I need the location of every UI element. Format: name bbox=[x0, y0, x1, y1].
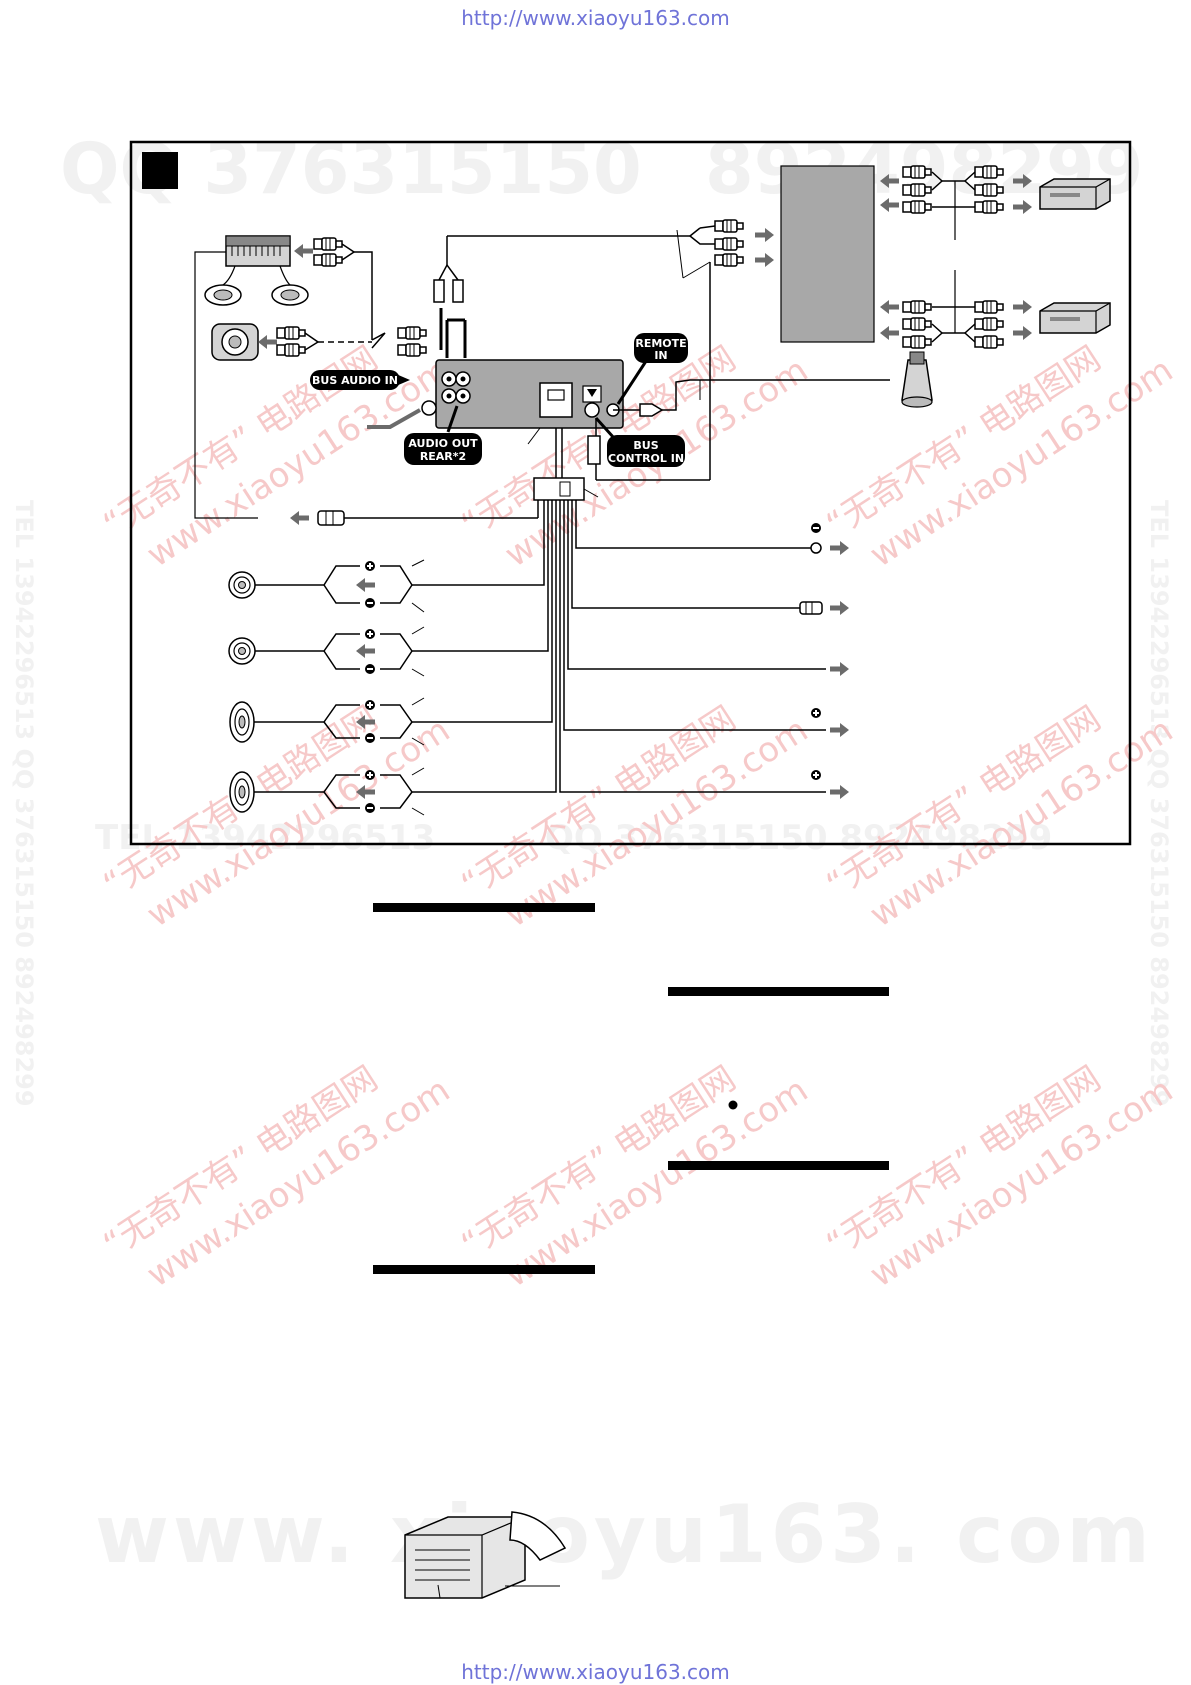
wire-harness-connector bbox=[533, 477, 585, 501]
speaker-arrow-4 bbox=[356, 785, 375, 799]
sub-plug-1 bbox=[276, 326, 306, 340]
bus-control-label-line1: BUS bbox=[633, 439, 658, 452]
ground-arrow bbox=[830, 541, 849, 555]
bus-audio-in-label: BUS AUDIO IN bbox=[312, 374, 398, 387]
wire-arrow-1 bbox=[830, 662, 849, 676]
harness-wires bbox=[420, 500, 826, 793]
speaker-arrow-3 bbox=[356, 715, 375, 729]
arrow-7 bbox=[1013, 300, 1032, 314]
arrow-3 bbox=[1013, 174, 1032, 188]
plug-9 bbox=[902, 335, 932, 349]
speaker-row-4 bbox=[229, 767, 425, 816]
amp-plug-1 bbox=[313, 237, 343, 251]
sub-arrow bbox=[258, 335, 277, 349]
figure-marker-block bbox=[142, 152, 178, 189]
diagram-frame bbox=[129, 140, 1132, 846]
vertical-rca-plugs bbox=[433, 236, 464, 303]
unit-to-box-plug-2 bbox=[714, 253, 744, 267]
plug-1 bbox=[902, 165, 932, 179]
source-url-bottom[interactable]: http://www.xiaoyu163.com bbox=[461, 1660, 730, 1684]
junction-box bbox=[780, 165, 875, 343]
arrow-8 bbox=[1013, 326, 1032, 340]
section-rule-4 bbox=[373, 1265, 595, 1274]
plug-6 bbox=[974, 200, 1004, 214]
junction-connectors-top bbox=[880, 165, 1032, 240]
sub-plug-2 bbox=[276, 343, 306, 357]
plug-3 bbox=[902, 200, 932, 214]
step-marker-icon bbox=[728, 1100, 738, 1110]
audio-out-callout: AUDIO OUT REAR*2 bbox=[404, 405, 482, 465]
speaker-row-3 bbox=[229, 697, 425, 746]
watermark-side-right: TEL 13942296513 QQ 376315150 892498299 bbox=[1145, 500, 1173, 1107]
plug-10 bbox=[974, 300, 1004, 314]
speaker-rear-right bbox=[229, 771, 255, 813]
unit-to-box-plug-3 bbox=[714, 237, 744, 251]
rotary-commander-icon bbox=[901, 351, 933, 408]
arrow-4 bbox=[1013, 200, 1032, 214]
section-rule-1 bbox=[373, 903, 595, 912]
speaker-front-left bbox=[228, 571, 256, 599]
unit-plug-2 bbox=[397, 343, 427, 357]
unit-to-box-plug-1 bbox=[714, 219, 744, 233]
antenna-plug-icon bbox=[799, 601, 823, 615]
arrow-2 bbox=[880, 198, 899, 212]
plug-8 bbox=[902, 317, 932, 331]
speaker-rear-left bbox=[229, 701, 255, 743]
cd-changer-top bbox=[1039, 178, 1111, 210]
bus-control-label-line2: CONTROL IN bbox=[608, 452, 684, 465]
speaker-row-2 bbox=[228, 626, 425, 677]
audio-jack bbox=[421, 400, 437, 416]
section-rule-3 bbox=[668, 1161, 889, 1170]
audio-out-label-line2: REAR*2 bbox=[420, 450, 466, 463]
junction-connectors-bottom bbox=[880, 270, 1032, 349]
arrow-6 bbox=[880, 326, 899, 340]
plug-11 bbox=[974, 317, 1004, 331]
remote-in-label-line1: REMOTE bbox=[635, 337, 686, 350]
unit-removal-illustration bbox=[404, 1511, 567, 1599]
plug-4 bbox=[974, 165, 1004, 179]
wire-arrow-2 bbox=[830, 723, 849, 737]
ground-terminal-icon bbox=[808, 542, 822, 554]
source-url-top[interactable]: http://www.xiaoyu163.com bbox=[461, 6, 730, 30]
arrow-1 bbox=[880, 174, 899, 188]
section-rule-2 bbox=[668, 987, 889, 996]
left-arrow bbox=[290, 511, 309, 525]
bus-control-plug bbox=[587, 435, 601, 465]
amp-arrow bbox=[294, 244, 313, 258]
audio-out-label-line1: AUDIO OUT bbox=[408, 437, 478, 450]
bus-control-in-callout: BUS CONTROL IN bbox=[594, 416, 685, 467]
plug-2 bbox=[902, 183, 932, 197]
watermark-qq-mid: QQ 376315150 892498299 bbox=[545, 818, 1053, 858]
arrow-5 bbox=[880, 300, 899, 314]
unit-plug-1 bbox=[397, 326, 427, 340]
remote-in-label-line2: IN bbox=[654, 349, 667, 362]
speaker-front-right bbox=[228, 637, 256, 665]
watermark-tel: TEL 13942296513 bbox=[95, 818, 436, 858]
to-box-arrow-1 bbox=[755, 228, 774, 242]
cd-changer-bottom bbox=[1039, 302, 1111, 334]
plug-7 bbox=[902, 300, 932, 314]
plug-12 bbox=[974, 335, 1004, 349]
bottom-left-plug-icon bbox=[317, 510, 345, 526]
speaker-arrow-2 bbox=[356, 644, 375, 658]
speaker-arrow-1 bbox=[356, 578, 375, 592]
remote-in-callout: REMOTE IN bbox=[616, 333, 688, 405]
bus-audio-jacks bbox=[441, 371, 471, 404]
to-box-arrow-2 bbox=[755, 253, 774, 267]
bus-audio-in-callout: BUS AUDIO IN bbox=[310, 370, 410, 390]
plug-5 bbox=[974, 183, 1004, 197]
watermark-side-left: TEL 13942296513 QQ 376315150 892498299 bbox=[10, 500, 38, 1107]
wire-arrow-3 bbox=[830, 785, 849, 799]
antenna-arrow bbox=[830, 601, 849, 615]
speaker-row-1 bbox=[228, 559, 425, 613]
amp-plug-2 bbox=[313, 253, 343, 267]
bus-control-jack bbox=[584, 402, 600, 418]
watermark-site: www. xiaoyu163. com bbox=[95, 1488, 1154, 1581]
